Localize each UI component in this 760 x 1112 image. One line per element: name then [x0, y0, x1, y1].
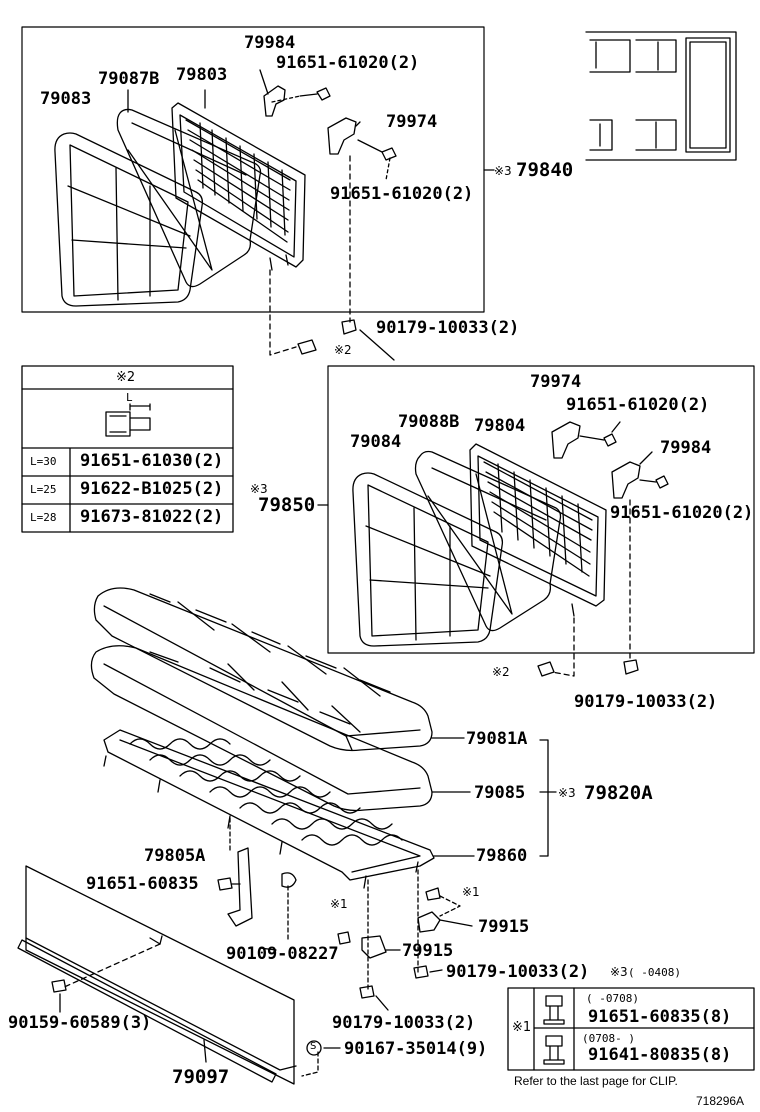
label-79984-right: 79984 — [660, 438, 712, 458]
bolt-row-1-length: L=30 — [30, 455, 57, 468]
hinge-79984-art — [263, 85, 286, 117]
nut-90179-c-art — [413, 965, 429, 979]
s-circle-art — [306, 1040, 322, 1056]
seat-cushion-cover-79081A-art — [93, 587, 433, 752]
nut-90179-b-art — [623, 659, 639, 675]
bolt-91651-right2-art — [639, 475, 669, 489]
label-90179-10033-c: 90179-10033(2) — [446, 962, 590, 982]
seatback-cover-79084-art — [352, 472, 504, 647]
bracket-79915-b-art — [361, 935, 387, 959]
label-90179-10033-d: 90179-10033(2) — [332, 1013, 476, 1033]
bolt-row-2-part: 91622-B1025(2) — [80, 479, 224, 499]
bolt-table-art — [21, 365, 234, 533]
clip-row-2-part: 91641-80835(8) — [588, 1045, 732, 1065]
bolt-row-2-length: L=25 — [30, 483, 57, 496]
clip-table-art — [507, 987, 755, 1071]
clip-row-1-part: 91651-60835(8) — [588, 1007, 732, 1027]
label-91651-60835: 91651-60835 — [86, 874, 199, 894]
bolt-dim-label: L — [126, 391, 133, 404]
label-79805A: 79805A — [144, 846, 206, 866]
bolt-table-header: ※2 — [116, 370, 136, 385]
bolt-91651-60835-art — [217, 877, 233, 891]
label-79087B: 79087B — [98, 69, 160, 89]
label-79915-a: 79915 — [478, 917, 530, 937]
bolt-91651-mid-art — [357, 139, 397, 161]
screw-90159-art — [51, 979, 67, 993]
nut-90179-d-art — [359, 985, 375, 999]
mark-2-a: ※2 — [334, 343, 352, 357]
label-79915-b: 79915 — [402, 941, 454, 961]
label-79088B: 79088B — [398, 412, 460, 432]
hinge-79974-art — [327, 117, 357, 155]
label-79820A: 79820A — [584, 782, 653, 804]
label-79840: 79840 — [516, 159, 574, 181]
mark-2-b: ※2 — [492, 665, 510, 679]
label-90159-60589: 90159-60589(3) — [8, 1013, 152, 1033]
clip-row-2-range: (0708- ) — [582, 1032, 635, 1045]
bracket-79805A-art — [227, 847, 253, 927]
bracket-79915-a-art — [417, 911, 441, 933]
diagram-id: 718296A — [696, 1094, 745, 1108]
s-circle-label: S — [310, 1041, 317, 1052]
label-79084: 79084 — [350, 432, 402, 452]
vehicle-silhouette-art — [585, 31, 737, 161]
nut-90179-a-art — [341, 319, 357, 335]
hinge-79984-right-art — [611, 461, 641, 499]
board-79097-art — [17, 865, 297, 1085]
label-79083: 79083 — [40, 89, 92, 109]
mark-1-b: ※1 — [330, 897, 348, 911]
label-90179-10033-b: 90179-10033(2) — [574, 692, 718, 712]
label-79860: 79860 — [476, 846, 528, 866]
mark-3-79840: ※3 — [494, 164, 512, 178]
clip-row-1-range: ( -0708) — [586, 992, 639, 1005]
label-90167-35014: 90167-35014(9) — [344, 1039, 488, 1059]
seatback-frame-79803-art — [171, 102, 306, 271]
label-79085: 79085 — [474, 783, 526, 803]
middle-seatback-group-box — [327, 365, 755, 654]
bolt-row-3-part: 91673-81022(2) — [80, 507, 224, 527]
label-79081A: 79081A — [466, 729, 528, 749]
clip-reference-note: Refer to the last page for CLIP. — [514, 1074, 678, 1088]
label-90179-10033-a: 90179-10033(2) — [376, 318, 520, 338]
label-79804: 79804 — [474, 416, 526, 436]
label-79974-right: 79974 — [530, 372, 582, 392]
bolt-2-a-art — [297, 339, 317, 355]
bolt-row-1-part: 91651-61030(2) — [80, 451, 224, 471]
seat-frame-79860-art — [103, 729, 435, 889]
label-91651-61020-right2: 91651-61020(2) — [610, 503, 754, 523]
mark-3-79820A: ※3 — [558, 786, 576, 800]
seat-cushion-pad-79085-art — [90, 645, 433, 812]
clip-90109-08227-art — [281, 872, 297, 888]
label-91651-61020-right: 91651-61020(2) — [566, 395, 710, 415]
label-79984-top: 79984 — [244, 33, 296, 53]
mark-1-a: ※1 — [462, 885, 480, 899]
bolt-2-b-art — [537, 661, 555, 677]
seatback-pad-79088B-art — [414, 450, 562, 632]
clip-table-mark: ※1 — [512, 1020, 532, 1035]
label-79803: 79803 — [176, 65, 228, 85]
bolt-91651-top-art — [299, 87, 331, 101]
label-79974-top: 79974 — [386, 112, 438, 132]
seatback-pad-79087B-art — [116, 108, 262, 288]
clip-1-b-art — [337, 931, 351, 945]
bolt-91651-right-art — [579, 433, 617, 447]
mark-3-0408: ※3 — [610, 965, 628, 979]
label-79850: 79850 — [258, 494, 316, 516]
clip-1-a-art — [425, 887, 441, 901]
label-91651-61020-top: 91651-61020(2) — [276, 53, 420, 73]
bolt-row-3-length: L=28 — [30, 511, 57, 524]
bracket-79820A-art — [539, 739, 557, 857]
mark-3-79850: ※3 — [250, 482, 268, 496]
seatback-cover-79083-art — [54, 132, 204, 307]
label-90109-08227: 90109-08227 — [226, 944, 339, 964]
label-79097: 79097 — [172, 1066, 230, 1088]
hinge-79974-right-art — [551, 421, 581, 459]
label-91651-61020-mid: 91651-61020(2) — [330, 184, 474, 204]
label-range-0408: ( -0408) — [628, 966, 681, 979]
